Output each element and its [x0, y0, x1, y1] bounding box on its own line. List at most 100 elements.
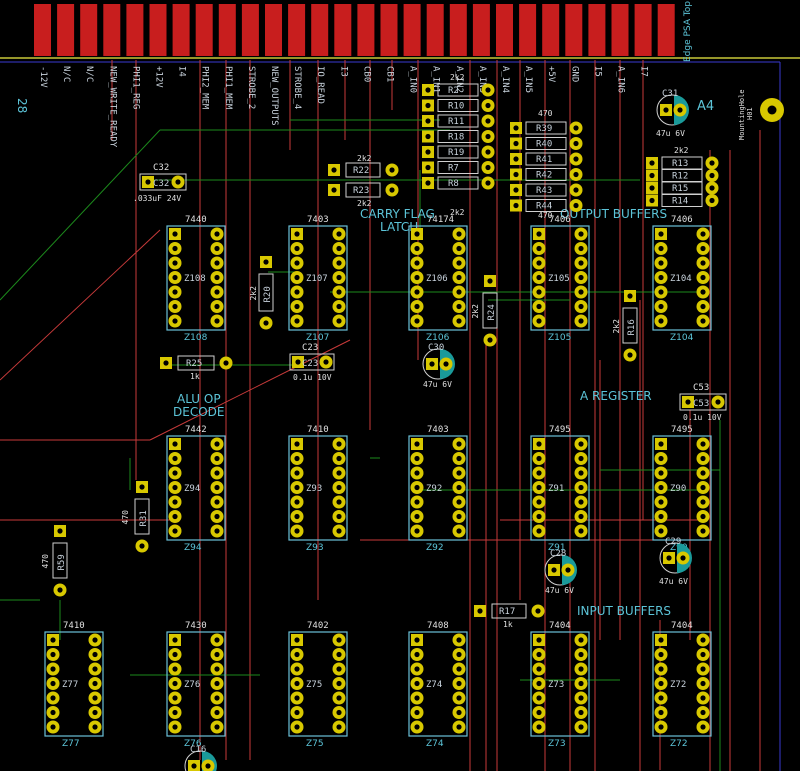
connector-finger	[241, 4, 259, 56]
array-resistor-r12[interactable]: R12	[646, 169, 719, 182]
pad-drill	[700, 680, 706, 687]
pad-drill	[485, 118, 491, 124]
pad-drill	[573, 140, 579, 147]
array-resistor-r42[interactable]: R42	[510, 168, 583, 181]
connector-pin-label: A_IN0	[408, 66, 418, 93]
pad-drill	[700, 484, 706, 491]
connector-finger	[611, 4, 629, 56]
array-resistor-r39[interactable]: R39	[510, 121, 583, 135]
array-resistor-r44[interactable]: R44	[510, 199, 583, 212]
pad-drill	[223, 360, 229, 366]
connector-finger	[103, 4, 121, 56]
pad-drill	[294, 455, 300, 462]
pad-drill	[214, 666, 220, 672]
connector-finger	[34, 4, 51, 56]
array-resistor-r10[interactable]: R10	[422, 99, 495, 112]
pad-drill	[485, 102, 491, 109]
resistor-value: 1k	[503, 620, 513, 629]
connector-pin-label: A_IN2	[454, 66, 464, 93]
ic-outline	[44, 631, 104, 737]
capacitor-body	[679, 393, 727, 411]
ic-z90[interactable]: 7495Z90Z90	[652, 425, 712, 553]
array-resistor-r18[interactable]: R18	[422, 130, 495, 143]
pad-drill	[294, 695, 300, 701]
pad-drill	[700, 709, 706, 716]
pad-drill	[414, 484, 420, 491]
resistor-body	[345, 182, 381, 198]
pad-drill	[456, 695, 462, 701]
ic-reference: Z105	[548, 274, 570, 284]
capacitor-body	[289, 353, 335, 371]
pad-drill	[578, 289, 584, 295]
pad-drill	[205, 763, 211, 769]
pad-drill	[294, 318, 300, 324]
mounting-hole[interactable]: A4 MountingHole H01	[697, 89, 784, 140]
array-resistor-r43[interactable]: R43	[510, 183, 583, 197]
array-resistor-r15[interactable]: R15	[646, 181, 719, 195]
pad-drill	[294, 441, 300, 447]
array-resistor-r13[interactable]: R13	[646, 156, 719, 170]
array-resistor-r14[interactable]: R14	[646, 194, 719, 207]
pad-drill	[513, 171, 519, 178]
array-resistor-r2[interactable]: R2	[422, 83, 495, 97]
pad-drill	[700, 245, 706, 252]
pad-drill	[163, 360, 169, 366]
ic-reference: Z106	[426, 274, 448, 284]
array-resistor-r19[interactable]: R19	[422, 145, 495, 159]
pad-drill	[294, 470, 300, 476]
section-a-register: A REGISTER	[580, 389, 652, 403]
pad-drill	[700, 695, 706, 701]
array-resistor-r7[interactable]: R7	[422, 161, 495, 174]
array-resistor-r11[interactable]: R11	[422, 114, 495, 128]
pad-drill	[50, 680, 56, 687]
capacitor-c16[interactable]: C16	[184, 745, 217, 771]
resistor-body	[437, 83, 479, 97]
pad-drill	[578, 484, 584, 491]
ic-reference-fab: Z106	[426, 333, 450, 343]
ic-reference: Z76	[184, 680, 200, 690]
pad-drill	[336, 470, 342, 476]
resistor-array-value: 470	[538, 109, 553, 118]
resistor-array-value: 470	[538, 211, 553, 220]
pad-drill	[658, 651, 664, 658]
pad-drill	[700, 724, 706, 730]
pad-drill	[709, 197, 715, 204]
traces-front-layer	[0, 119, 721, 771]
array-resistor-r8[interactable]: R8	[422, 176, 495, 190]
array-resistor-r40[interactable]: R40	[510, 137, 583, 150]
resistor-value: 470	[41, 554, 50, 569]
array-resistor-r41[interactable]: R41	[510, 152, 583, 166]
